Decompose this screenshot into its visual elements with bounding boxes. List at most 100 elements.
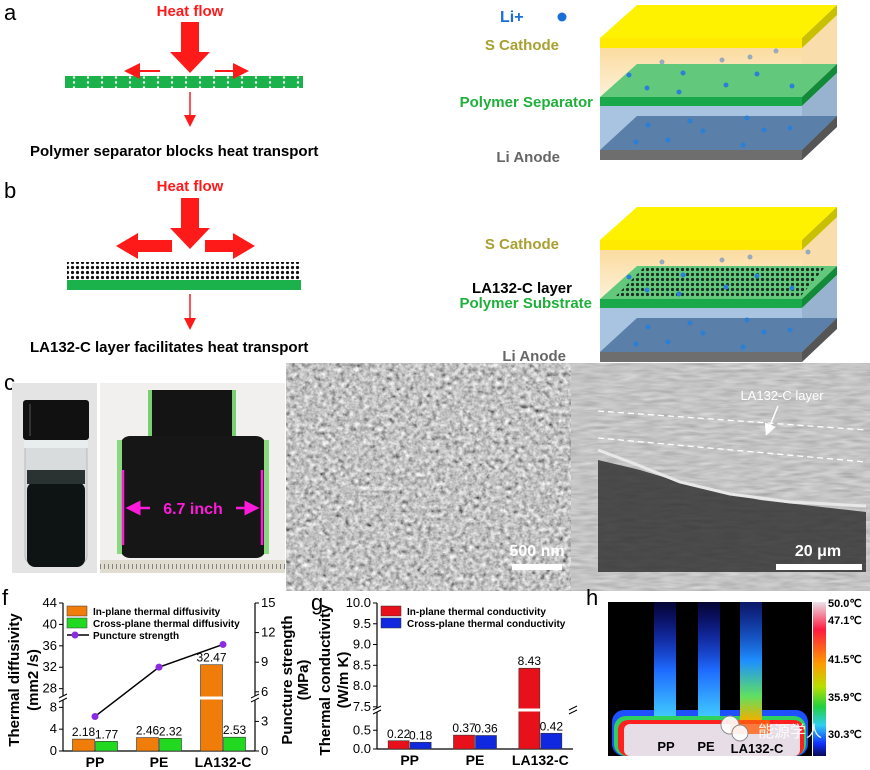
y-axis-unit-g: (W/m K)	[335, 652, 352, 709]
y-tick-label: 36	[43, 638, 57, 653]
anode-label-a: Li Anode	[496, 149, 560, 166]
panel-h: h PP PE LA132-C 50.0℃ 47.1℃ 41.5℃ 35.9℃ …	[586, 585, 862, 756]
bar-value-label: 1.77	[95, 727, 119, 741]
legend-swatch	[380, 605, 402, 617]
scale-bar-e	[776, 564, 862, 570]
puncture-strength-point	[91, 712, 99, 720]
bar-value-label: 8.43	[518, 654, 542, 668]
separator-label: Polymer Separator	[460, 94, 594, 111]
bar-value-label: 2.32	[159, 724, 183, 738]
legend-label: Cross-plane thermal diffusivity	[93, 619, 240, 630]
panel-c: c 6.7 inch	[4, 370, 285, 573]
vial-photo	[12, 383, 97, 573]
axis-break-mark	[250, 697, 260, 703]
la132-c-layer-label: LA132-C layer	[472, 280, 572, 297]
bar	[409, 741, 432, 750]
cathode-label-b: S Cathode	[485, 236, 559, 253]
panel-label-e: e	[582, 370, 594, 395]
colorbar-tick: 30.3℃	[828, 729, 862, 741]
legend-label: Cross-plane thermal conductivity	[407, 619, 566, 630]
bar-value-label: 2.53	[223, 723, 247, 737]
x-category-label: PP	[86, 754, 105, 770]
y-tick-label: 8	[50, 699, 57, 714]
bar-value-label: 0.22	[387, 727, 411, 741]
y-tick-label: 32	[43, 659, 57, 674]
anode-label-b: Li Anode	[502, 348, 566, 365]
watermark: 能源学人	[720, 715, 822, 742]
watermark-text: 能源学人	[758, 723, 822, 741]
cell-diagram-a: Li+ S Cathode Polymer Separator Li Anode	[460, 5, 837, 166]
colorbar-tick: 50.0℃	[828, 598, 862, 610]
axis-break-mark	[372, 709, 382, 715]
axis-break-gap	[59, 696, 67, 700]
cathode-label-a: S Cathode	[485, 37, 559, 54]
bar	[200, 664, 223, 752]
y-axis-unit-f: (mm2 /s)	[25, 649, 42, 711]
bar-value-label: 0.37	[452, 721, 476, 735]
li-ion-icon	[557, 12, 567, 22]
sem-image-surface	[312, 382, 568, 572]
bar-value-label: 0.36	[474, 722, 498, 736]
bar	[453, 734, 475, 750]
polymer-substrate-strip	[67, 280, 301, 290]
heat-flow-arrow-icon	[170, 22, 210, 73]
y-tick-label: 8.0	[353, 678, 371, 693]
panel-label-h: h	[586, 585, 598, 610]
scale-bar-d	[512, 564, 562, 570]
y-tick-label: 8.5	[353, 657, 371, 672]
heat-flow-arrow-icon	[170, 198, 210, 249]
chart-f: f Thermal diffusivity (mm2 /s) Puncture …	[2, 585, 312, 770]
scale-label-e: 20 μm	[795, 543, 841, 560]
heat-flow-label: Heat flow	[157, 3, 224, 20]
legend-marker-swatch	[71, 631, 79, 639]
colorbar-tick: 35.9℃	[828, 692, 862, 704]
bar	[387, 740, 410, 750]
cell-diagram-b	[600, 207, 837, 362]
y-tick-label: 10.0	[346, 595, 371, 610]
sample-label-la132-c: LA132-C	[731, 741, 784, 756]
axis-break-gap	[251, 696, 259, 700]
panel-label-f: f	[2, 585, 9, 610]
colorbar-tick: 47.1℃	[828, 615, 862, 627]
y2-tick-label: 15	[261, 595, 275, 610]
bar	[475, 735, 497, 750]
annotation-arrow-icon	[764, 405, 779, 436]
y2-tick-label: 0	[261, 743, 268, 758]
separator-pores	[65, 76, 303, 88]
bar	[159, 738, 182, 752]
y-axis-title-g: Thermal conductivity	[317, 604, 334, 756]
y-tick-label: 40	[43, 616, 57, 631]
axis-break-mark	[250, 693, 260, 699]
bar-break-gap	[518, 708, 541, 712]
heat-flow-label-b: Heat flow	[157, 178, 224, 195]
bar-break-gap	[200, 696, 223, 700]
colorbar	[813, 602, 826, 756]
x-category-label: PE	[466, 752, 485, 768]
y-tick-label: 0.0	[353, 741, 371, 756]
bar	[540, 732, 563, 750]
axis-break-mark	[568, 705, 578, 711]
la132-c-annotation: LA132-C layer	[740, 388, 824, 403]
panel-label-a: a	[4, 0, 17, 25]
panel-label-c: c	[4, 370, 15, 395]
y2-tick-label: 3	[261, 713, 268, 728]
legend-label: In-plane thermal conductivity	[407, 607, 546, 618]
x-category-label: PE	[150, 754, 169, 770]
y-tick-label: 9.0	[353, 637, 371, 652]
panel-b: b Heat flow LA132-C layer facilitates he…	[4, 178, 837, 365]
bar	[72, 738, 95, 752]
y-tick-label: 0	[50, 743, 57, 758]
panel-b-caption: LA132-C layer facilitates heat transport	[30, 339, 308, 356]
legend-swatch	[66, 617, 88, 629]
bar-value-label: 32.47	[196, 651, 226, 665]
y2-axis-title-f: Puncture strength	[279, 615, 296, 744]
axis-break-mark	[372, 705, 382, 711]
la132-c-mesh	[615, 266, 826, 297]
x-category-label: LA132-C	[195, 754, 252, 770]
y2-tick-label: 9	[261, 654, 268, 669]
bar	[223, 736, 246, 752]
thermal-image: PP PE LA132-C	[608, 602, 812, 756]
panel-label-d: d	[298, 370, 310, 395]
sample-label-pp: PP	[657, 739, 675, 754]
